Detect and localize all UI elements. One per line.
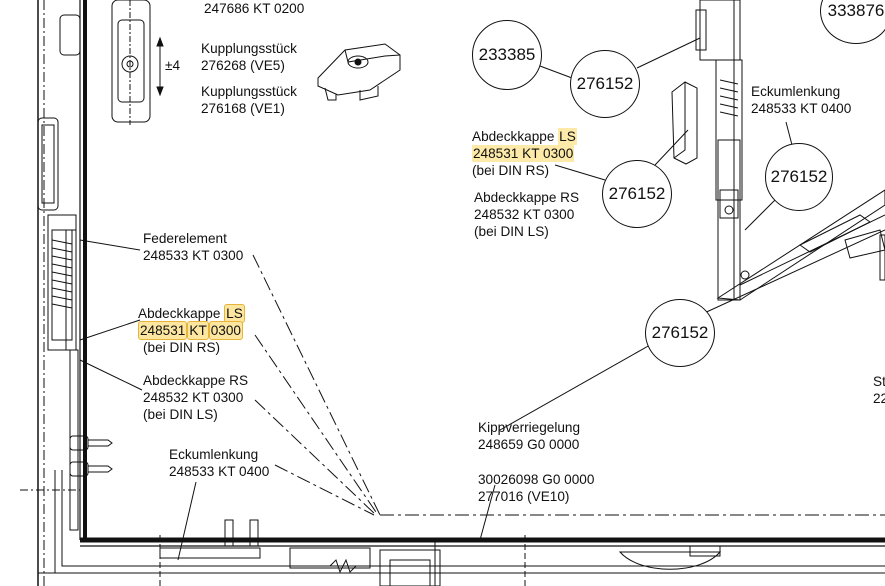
abdeck-ls-left-highlight-kt: KT: [187, 321, 209, 340]
text-top-partial: 247686 KT 0200: [204, 1, 305, 16]
cut-22: 22: [873, 391, 885, 406]
label-eckumlenkung-right: Eckumlenkung 248533 KT 0400: [751, 83, 851, 117]
label-abdeckkappe-rs-right: Abdeckkappe RS 248532 KT 0300 (bei DIN L…: [474, 189, 579, 240]
abdeck-ls-left-highlight-num: 248531: [138, 321, 188, 340]
abdeck-rs-right-note: (bei DIN LS): [474, 224, 549, 239]
callout-233385: 233385: [472, 20, 542, 90]
label-eckumlenkung-left: Eckumlenkung 248533 KT 0400: [169, 446, 269, 480]
abdeck-ls-left-highlight-code: 0300: [208, 321, 243, 340]
abdeck-ls-right-line2: 248531 KT 0300: [472, 145, 577, 162]
callout-276152-top: 276152: [570, 50, 640, 118]
label-kupplung-1: Kupplungsstück 276268 (VE5): [201, 40, 297, 74]
label-abdeckkappe-rs-left: Abdeckkappe RS 248532 KT 0300 (bei DIN L…: [143, 372, 248, 423]
label-kupplung-2: Kupplungsstück 276168 (VE1): [201, 83, 297, 117]
abdeck-ls-right-line1: Abdeckkappe LS: [472, 128, 577, 145]
kupplung2-name: Kupplungsstück: [201, 84, 297, 99]
label-abdeckkappe-ls-right: Abdeckkappe LS 248531 KT 0300 (bei DIN R…: [472, 128, 577, 179]
abdeck-rs-left-code: 248532 KT 0300: [143, 390, 244, 405]
feder-name: Federelement: [143, 231, 227, 246]
eck-left-name: Eckumlenkung: [169, 447, 259, 462]
label-plusminus: ±4: [165, 57, 180, 74]
label-kippverriegelung: Kippverriegelung 248659 G0 0000: [478, 419, 580, 453]
callout-276152-bottom: 276152: [645, 299, 715, 367]
eck-left-code: 248533 KT 0400: [169, 464, 270, 479]
kupplung1-name: Kupplungsstück: [201, 41, 297, 56]
abdeck-ls-right-highlight-code: 248531 KT 0300: [472, 145, 575, 162]
label-federelement: Federelement 248533 KT 0300: [143, 230, 243, 264]
label-part-30026098: 30026098 G0 0000 277016 (VE10): [478, 471, 594, 505]
abdeck-ls-left-note: (bei DIN RS): [143, 340, 221, 355]
abdeck-ls-right-note: (bei DIN RS): [472, 163, 550, 178]
eck-right-code: 248533 KT 0400: [751, 101, 852, 116]
part-277016-code: 277016 (VE10): [478, 489, 570, 504]
cut-st: St: [873, 374, 885, 389]
kipp-code: 248659 G0 0000: [478, 437, 580, 452]
abdeck-rs-left-note: (bei DIN LS): [143, 407, 218, 422]
eck-right-name: Eckumlenkung: [751, 84, 841, 99]
abdeck-ls-right-name: Abdeckkappe: [472, 129, 555, 144]
abdeck-rs-right-code: 248532 KT 0300: [474, 207, 575, 222]
kupplung2-code: 276168 (VE1): [201, 101, 285, 116]
feder-code: 248533 KT 0300: [143, 248, 244, 263]
label-cut-right: St 22: [873, 373, 885, 407]
abdeck-rs-right-name: Abdeckkappe RS: [474, 190, 580, 205]
abdeck-ls-left-name: Abdeckkappe: [138, 306, 221, 321]
kipp-name: Kippverriegelung: [478, 420, 581, 435]
abdeck-ls-right-highlight-ls: LS: [558, 128, 577, 145]
abdeck-rs-left-name: Abdeckkappe RS: [143, 373, 249, 388]
abdeck-ls-left-highlight-ls: LS: [224, 304, 245, 323]
abdeck-ls-left-line1: Abdeckkappe LS: [138, 304, 245, 323]
callout-276152-mid: 276152: [602, 160, 672, 228]
part-30026-code: 30026098 G0 0000: [478, 472, 595, 487]
text-plusminus: ±4: [165, 58, 181, 73]
callout-276152-right: 276152: [765, 143, 833, 211]
label-top-partial: 247686 KT 0200: [204, 0, 304, 17]
kupplung1-code: 276268 (VE5): [201, 58, 285, 73]
